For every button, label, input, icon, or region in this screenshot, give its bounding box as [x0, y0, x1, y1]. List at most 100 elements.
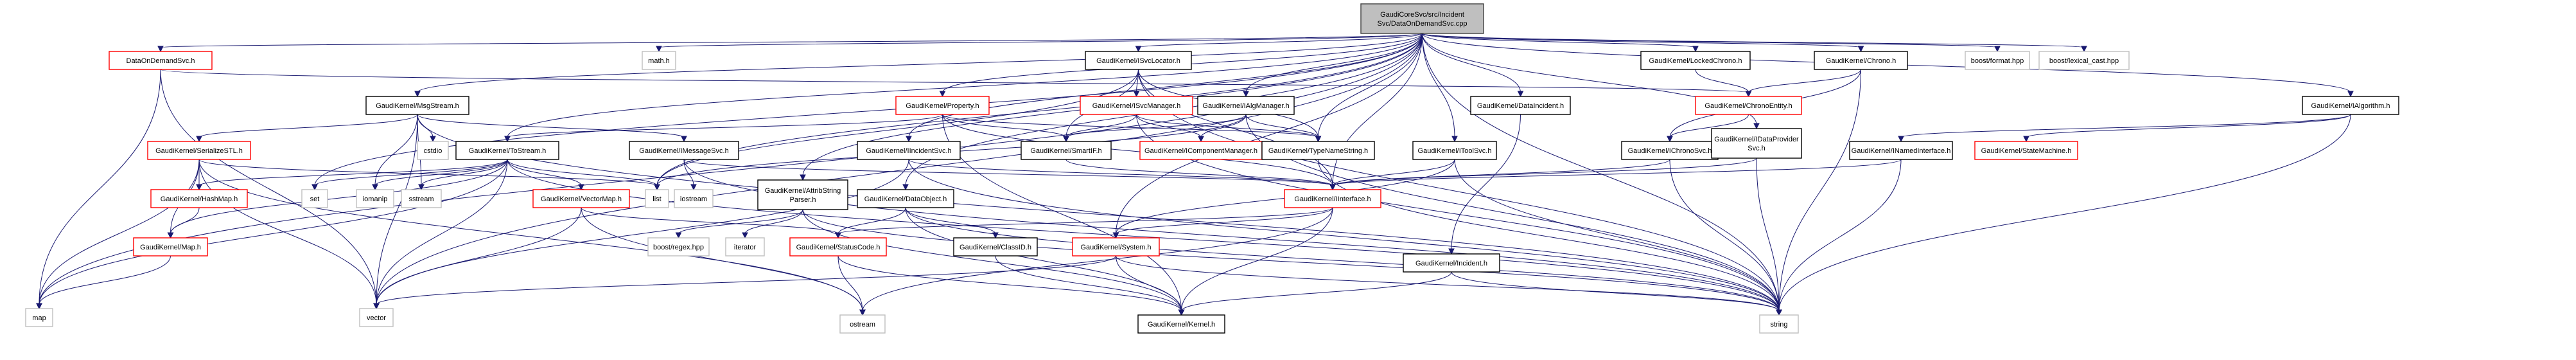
node-box	[147, 141, 251, 160]
graph-node[interactable]: GaudiKernel/IMessageSvc.h	[629, 141, 739, 160]
graph-node[interactable]: GaudiKernel/DataIncident.h	[1470, 96, 1571, 115]
node-label: iterator	[734, 244, 757, 251]
node-box	[1072, 237, 1160, 256]
node-label: GaudiKernel/VectorMap.h	[541, 195, 622, 203]
edge-root-to-isvcloc	[1138, 33, 1423, 48]
graph-node[interactable]: GaudiKernel/ToStream.h	[455, 141, 559, 160]
arrowhead-system-to-kernel	[1178, 309, 1185, 316]
graph-node: sstream	[401, 189, 442, 208]
node-label: GaudiKernel/IInterface.h	[1294, 195, 1371, 203]
graph-node[interactable]: GaudiKernel/INamedInterface.h	[1849, 141, 1953, 160]
edge-root-to-blexical	[1422, 33, 2085, 48]
edge-typename-to-string	[1318, 159, 1780, 312]
graph-node[interactable]: GaudiKernel/ChronoEntity.h	[1695, 96, 1802, 115]
graph-node[interactable]: GaudiKernel/SmartIF.h	[1021, 141, 1112, 160]
graph-node[interactable]: GaudiKernel/System.h	[1072, 237, 1160, 256]
edge-imessagesvc-to-iostream	[683, 159, 694, 186]
graph-node: iomanip	[356, 189, 394, 208]
edges-layer	[36, 33, 2354, 316]
nodes-layer: GaudiCoreSvc/src/IncidentSvc/DataOnDeman…	[25, 3, 2399, 334]
edge-root-to-typename	[1318, 33, 1423, 138]
node-box	[150, 189, 248, 208]
node-box	[1021, 141, 1112, 160]
node-label: GaudiKernel/ToStream.h	[469, 147, 546, 155]
graph-node[interactable]: GaudiKernel/ISvcLocator.h	[1085, 51, 1192, 70]
edge-root-to-math	[658, 33, 1423, 48]
arrowhead-tostream-to-set	[311, 184, 318, 191]
arrowhead-isvcloc-to-isvcmgr	[1133, 91, 1140, 98]
node-box	[1261, 141, 1375, 160]
graph-node[interactable]: GaudiKernel/ClassID.h	[953, 237, 1038, 256]
node-label: boost/regex.hpp	[653, 244, 704, 251]
arrowhead-tostream-to-hashmap	[196, 184, 202, 191]
edge-iinterface-to-statuscode	[837, 207, 1333, 235]
edge-isvcmgr-to-typename	[1136, 114, 1319, 138]
graph-node[interactable]: GaudiKernel/IInterface.h	[1284, 189, 1381, 208]
node-label: GaudiKernel/AttribString	[765, 187, 841, 195]
root-node[interactable]: GaudiCoreSvc/src/IncidentSvc/DataOnDeman…	[1360, 3, 1484, 34]
graph-node[interactable]: GaudiKernel/ISvcManager.h	[1080, 96, 1193, 115]
edge-smartif-to-iinterface	[1065, 159, 1333, 186]
node-box	[109, 51, 213, 70]
node-label: GaudiKernel/IToolSvc.h	[1418, 147, 1492, 155]
node-label: GaudiKernel/DataObject.h	[864, 195, 947, 203]
node-box	[953, 237, 1038, 256]
node-label: boost/format.hpp	[1971, 57, 2024, 65]
node-box	[839, 314, 886, 334]
node-label: DataOnDemandSvc.h	[127, 57, 195, 65]
graph-node[interactable]: GaudiKernel/VectorMap.h	[532, 189, 630, 208]
graph-node: boost/format.hpp	[1965, 51, 2030, 70]
graph-node[interactable]: GaudiKernel/LockedChrono.h	[1640, 51, 1751, 70]
arrowhead-dataincident-to-incident	[1448, 248, 1455, 255]
node-box	[789, 237, 887, 256]
graph-node[interactable]: GaudiKernel/Property.h	[895, 96, 990, 115]
arrowhead-chronoentity-to-ichronosvc	[1667, 136, 1673, 143]
graph-node[interactable]: GaudiKernel/HashMap.h	[150, 189, 248, 208]
edge-dataobject-to-classid	[905, 207, 996, 235]
graph-node[interactable]: GaudiKernel/Chrono.h	[1814, 51, 1908, 70]
graph-node[interactable]: GaudiKernel/StatusCode.h	[789, 237, 887, 256]
arrowhead-root-to-msgstream	[414, 91, 421, 98]
node-label: string	[1771, 321, 1788, 328]
graph-node[interactable]: GaudiKernel/Kernel.h	[1137, 314, 1225, 334]
graph-node[interactable]: GaudiKernel/IComponentManager.h	[1139, 141, 1263, 160]
node-box	[301, 189, 328, 208]
edge-vectormap-to-statuscode	[581, 207, 839, 235]
node-box	[629, 141, 739, 160]
graph-node[interactable]: GaudiKernel/SerializeSTL.h	[147, 141, 251, 160]
graph-node: map	[25, 308, 53, 327]
edge-tostream-to-vectormap	[507, 159, 582, 186]
arrowhead-ialgorithm-to-statemachine	[2023, 136, 2029, 143]
edge-property-to-iinterface	[942, 114, 1333, 186]
arrowhead-ialgmgr-to-smartif	[1063, 136, 1069, 143]
graph-node[interactable]: GaudiKernel/MsgStream.h	[365, 96, 469, 115]
edge-root-to-msgstream	[417, 33, 1423, 93]
arrowhead-iinterface-to-statuscode	[835, 232, 841, 239]
graph-node[interactable]: GaudiKernel/DataObject.h	[857, 189, 954, 208]
graph-node[interactable]: GaudiKernel/TypeNameString.h	[1261, 141, 1375, 160]
graph-node[interactable]: GaudiKernel/IAlgorithm.h	[2302, 96, 2399, 115]
graph-node[interactable]: DataOnDemandSvc.h	[109, 51, 213, 70]
node-label: iomanip	[363, 195, 388, 203]
graph-node[interactable]: GaudiKernel/IChronoSvc.h	[1621, 141, 1719, 160]
node-box	[133, 237, 208, 256]
node-label: GaudiKernel/IComponentManager.h	[1144, 147, 1257, 155]
edge-itoolsvc-to-iinterface	[1332, 159, 1455, 186]
edge-root-to-string	[1422, 33, 1780, 312]
edge-msgstream-to-vector	[376, 114, 418, 305]
node-label: sstream	[408, 195, 434, 203]
edge-property-to-tostream	[507, 114, 943, 138]
graph-node[interactable]: GaudiKernel/StateMachine.h	[1974, 141, 2078, 160]
node-label: GaudiKernel/LockedChrono.h	[1649, 57, 1742, 65]
graph-node[interactable]: GaudiKernel/Map.h	[133, 237, 208, 256]
graph-node[interactable]: GaudiKernel/Incident.h	[1403, 253, 1500, 273]
node-box	[725, 237, 765, 256]
arrowhead-msgstream-to-imessagesvc	[681, 136, 687, 143]
edge-hashmap-to-mapH	[170, 207, 200, 235]
graph-node[interactable]: GaudiKernel/IIncidentSvc.h	[857, 141, 961, 160]
graph-node[interactable]: GaudiKernel/IToolSvc.h	[1412, 141, 1497, 160]
graph-node[interactable]: GaudiKernel/IAlgManager.h	[1197, 96, 1295, 115]
arrowhead-system-to-string	[1776, 309, 1782, 316]
